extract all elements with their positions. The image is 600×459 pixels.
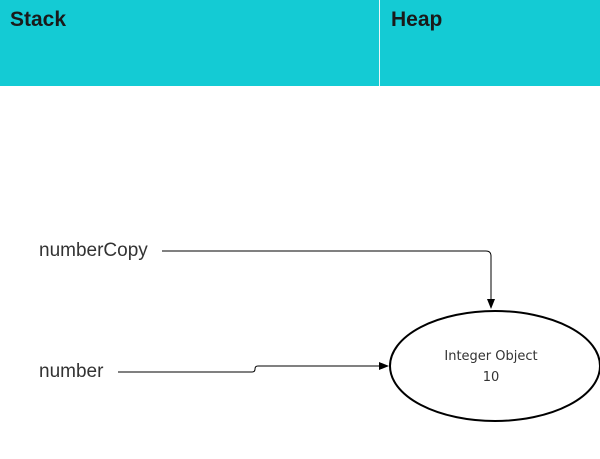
number-copy-reference-arrow	[162, 250, 495, 309]
variable-number-label: number	[39, 361, 104, 382]
number-reference-arrow	[118, 362, 389, 373]
stack-column-header: Stack	[0, 0, 380, 86]
heap-column-header: Heap	[380, 0, 600, 86]
variable-number-copy-label: numberCopy	[39, 240, 148, 261]
header-bar: Stack Heap	[0, 0, 600, 86]
integer-object: Integer Object 10	[389, 310, 600, 422]
integer-object-label: Integer Object	[444, 349, 537, 364]
integer-object-ellipse	[389, 310, 600, 422]
stack-title: Stack	[10, 8, 67, 31]
heap-title: Heap	[391, 8, 443, 31]
integer-object-value: 10	[483, 370, 500, 385]
